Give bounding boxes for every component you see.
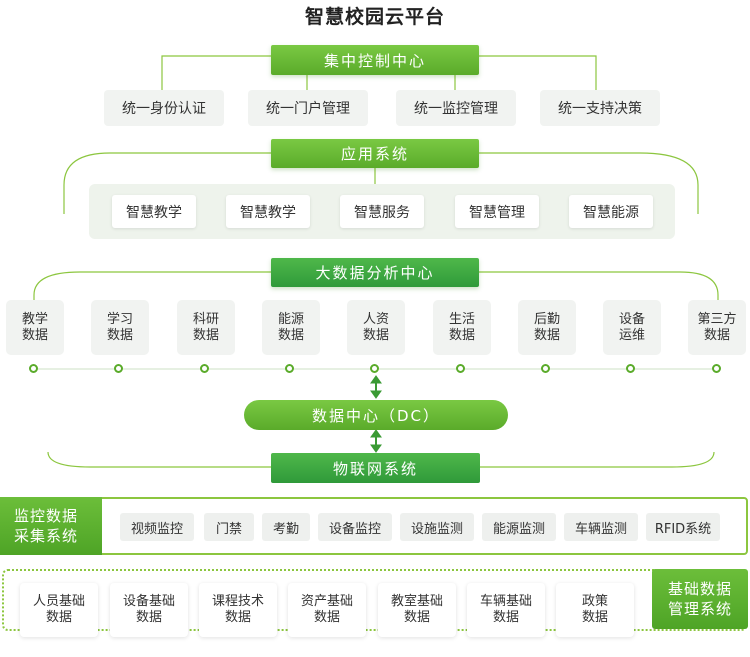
- data-item-teaching[interactable]: 教学 数据: [6, 300, 64, 355]
- monitoring-label-line2: 采集系统: [14, 527, 79, 545]
- base-item-classroom[interactable]: 教室基础 数据: [378, 583, 456, 637]
- analysis-center-button[interactable]: 大数据分析中心: [271, 258, 479, 287]
- connector-dot: [456, 364, 465, 373]
- base-item-course[interactable]: 课程技术 数据: [199, 583, 277, 637]
- data-item-line1: 能源: [277, 311, 304, 327]
- base-item-line1: 人员基础: [32, 594, 85, 609]
- base-item-personnel[interactable]: 人员基础 数据: [20, 583, 98, 637]
- app-system-button[interactable]: 应用系统: [271, 139, 479, 168]
- data-item-learning[interactable]: 学习 数据: [91, 300, 149, 355]
- base-data-label: 基础数据 管理系统: [652, 569, 748, 629]
- data-item-research[interactable]: 科研 数据: [177, 300, 235, 355]
- monitoring-item-energy[interactable]: 能源监测: [482, 513, 556, 541]
- connector-dot: [626, 364, 635, 373]
- data-item-line1: 学习: [106, 311, 133, 327]
- data-item-device-ops[interactable]: 设备 运维: [603, 300, 661, 355]
- base-item-vehicle[interactable]: 车辆基础 数据: [467, 583, 545, 637]
- monitoring-item-video[interactable]: 视频监控: [120, 513, 194, 541]
- data-item-line2: 数据: [192, 327, 219, 343]
- data-item-line1: 设备: [618, 311, 645, 327]
- data-item-line1: 第三方: [697, 311, 737, 327]
- data-item-third-party[interactable]: 第三方 数据: [688, 300, 746, 355]
- connector-dot: [712, 364, 721, 373]
- base-item-line1: 政策: [581, 594, 608, 609]
- connector-dot: [370, 364, 379, 373]
- data-item-line2: 数据: [533, 327, 560, 343]
- monitoring-item-attendance[interactable]: 考勤: [262, 513, 310, 541]
- connector-dot: [29, 364, 38, 373]
- monitoring-label: 监控数据 采集系统: [0, 497, 102, 555]
- data-center-pill[interactable]: 数据中心（DC）: [244, 400, 508, 430]
- base-data-label-line2: 管理系统: [667, 600, 732, 618]
- control-item-decision[interactable]: 统一支持决策: [540, 90, 660, 126]
- data-item-line2: 数据: [277, 327, 304, 343]
- base-item-device[interactable]: 设备基础 数据: [110, 583, 188, 637]
- connector-dot: [200, 364, 209, 373]
- data-item-logistics[interactable]: 后勤 数据: [518, 300, 576, 355]
- page-title: 智慧校园云平台: [304, 6, 445, 28]
- control-item-portal[interactable]: 统一门户管理: [248, 90, 368, 126]
- monitoring-item-facility[interactable]: 设施监测: [400, 513, 474, 541]
- monitoring-label-line1: 监控数据: [14, 507, 79, 525]
- base-item-policy[interactable]: 政策 数据: [556, 583, 634, 637]
- data-item-line2: 运维: [618, 327, 645, 343]
- data-item-line2: 数据: [21, 327, 48, 343]
- data-item-hr[interactable]: 人资 数据: [347, 300, 405, 355]
- iot-system-button[interactable]: 物联网系统: [271, 453, 480, 483]
- control-center-button[interactable]: 集中控制中心: [271, 45, 479, 75]
- data-item-line1: 后勤: [533, 311, 560, 327]
- base-item-line2: 数据: [135, 610, 162, 625]
- data-item-line2: 数据: [703, 327, 730, 343]
- monitoring-item-rfid[interactable]: RFID系统: [646, 513, 720, 541]
- base-item-line2: 数据: [313, 610, 340, 625]
- base-item-line2: 数据: [224, 610, 251, 625]
- base-item-line1: 车辆基础: [479, 594, 532, 609]
- data-item-line1: 生活: [448, 311, 475, 327]
- connector-dot: [541, 364, 550, 373]
- base-item-line2: 数据: [581, 610, 608, 625]
- base-item-line1: 课程技术: [211, 594, 264, 609]
- monitoring-item-device[interactable]: 设备监控: [318, 513, 392, 541]
- app-item-management[interactable]: 智慧管理: [455, 195, 539, 228]
- data-item-line1: 科研: [192, 311, 219, 327]
- data-item-line2: 数据: [448, 327, 475, 343]
- app-item-teaching-2[interactable]: 智慧教学: [226, 195, 310, 228]
- base-data-label-line1: 基础数据: [667, 580, 732, 598]
- base-item-line1: 设备基础: [122, 594, 175, 609]
- base-item-line1: 教室基础: [390, 594, 443, 609]
- monitoring-item-vehicle[interactable]: 车辆监测: [564, 513, 638, 541]
- monitoring-item-access[interactable]: 门禁: [204, 513, 254, 541]
- data-item-life[interactable]: 生活 数据: [433, 300, 491, 355]
- base-item-line2: 数据: [45, 610, 72, 625]
- connector-dot: [114, 364, 123, 373]
- control-item-monitoring[interactable]: 统一监控管理: [396, 90, 516, 126]
- base-item-asset[interactable]: 资产基础 数据: [288, 583, 366, 637]
- base-item-line2: 数据: [403, 610, 430, 625]
- app-item-teaching[interactable]: 智慧教学: [112, 195, 196, 228]
- data-item-line1: 教学: [21, 311, 48, 327]
- data-item-energy[interactable]: 能源 数据: [262, 300, 320, 355]
- base-item-line1: 资产基础: [300, 594, 353, 609]
- app-item-service[interactable]: 智慧服务: [340, 195, 424, 228]
- data-item-line2: 数据: [106, 327, 133, 343]
- data-item-line2: 数据: [362, 327, 389, 343]
- app-item-energy[interactable]: 智慧能源: [569, 195, 653, 228]
- control-item-identity[interactable]: 统一身份认证: [104, 90, 224, 126]
- connector-dot: [285, 364, 294, 373]
- base-item-line2: 数据: [492, 610, 519, 625]
- data-item-line1: 人资: [362, 311, 389, 327]
